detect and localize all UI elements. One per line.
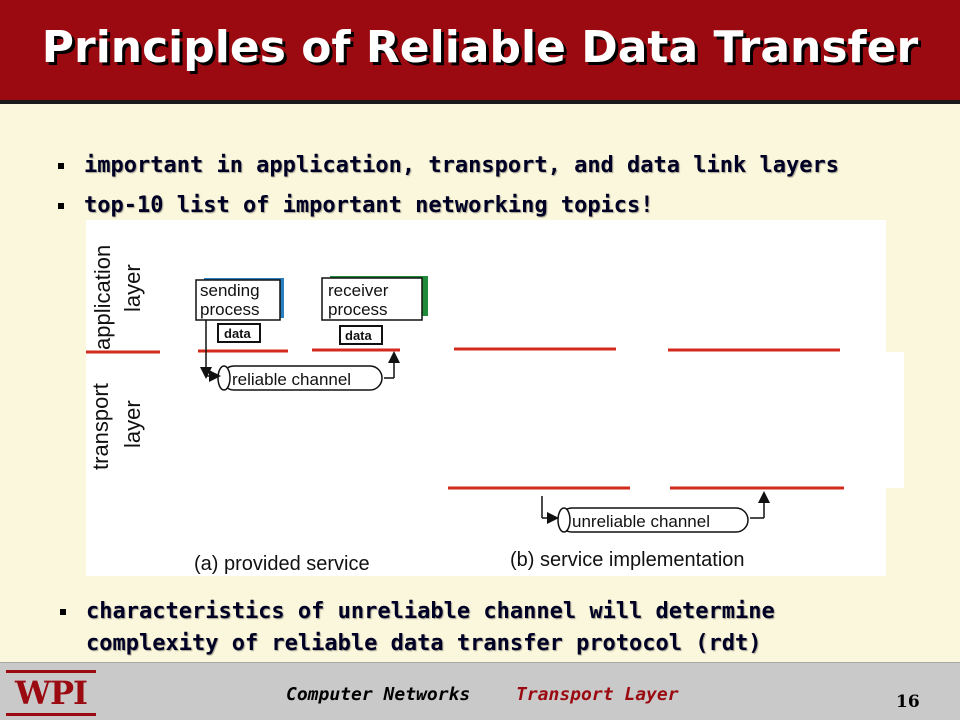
rdt-diagram: application layer transport layer sendin… <box>86 220 904 576</box>
bullet-item: important in application, transport, and… <box>58 146 918 186</box>
bullet-text-line-1: characteristics of unreliable channel wi… <box>86 599 775 624</box>
sending-process-label-2: process <box>200 300 260 319</box>
layer-label-application-layer: layer <box>120 264 145 312</box>
bullet-square-icon <box>58 203 64 209</box>
data-label-sender: data <box>224 326 252 341</box>
layer-label-application: application <box>90 245 115 350</box>
bullet-square-icon <box>60 609 66 615</box>
data-label-receiver: data <box>345 328 373 343</box>
wpi-logo: WPI <box>6 670 96 716</box>
data-box-sender <box>217 323 261 343</box>
layer-label-transport-layer: layer <box>120 400 145 448</box>
bullet-text-block: characteristics of unreliable channel wi… <box>86 596 775 660</box>
footer-bar <box>0 662 960 720</box>
sending-process-box: sending process <box>195 278 284 321</box>
reliable-channel-label: reliable channel <box>232 370 351 389</box>
bullet-square-icon <box>58 163 64 169</box>
rdt-diagram-svg: application layer transport layer sendin… <box>86 220 904 576</box>
footer-topic-name: Transport Layer <box>516 684 679 705</box>
title-bar <box>0 0 960 104</box>
sending-process-label-1: sending <box>200 281 260 300</box>
bullet-item-characteristics: characteristics of unreliable channel wi… <box>60 596 920 660</box>
diagram-background-inset <box>446 352 904 488</box>
receiver-process-label-2: process <box>328 300 388 319</box>
data-box-receiver <box>339 325 383 345</box>
bullet-list: important in application, transport, and… <box>58 146 918 226</box>
bullet-text: important in application, transport, and… <box>84 153 839 178</box>
footer-course-name: Computer Networks <box>286 684 471 705</box>
reliable-channel-pipe: reliable channel <box>206 365 394 391</box>
layer-boundary-lines <box>86 347 844 490</box>
bullet-text-line-2: complexity of reliable data transfer pro… <box>86 631 762 656</box>
receiver-process-box: receiver process <box>321 276 428 321</box>
unreliable-channel-pipe: unreliable channel <box>541 491 770 533</box>
slide-title: Principles of Reliable Data Transfer <box>41 22 919 73</box>
caption-service-implementation: (b) service implementation <box>510 549 745 571</box>
caption-provided-service: (a) provided service <box>194 553 370 575</box>
layer-label-transport: transport <box>88 383 113 470</box>
bullet-item: top-10 list of important networking topi… <box>58 186 918 226</box>
bullet-text: top-10 list of important networking topi… <box>84 193 654 218</box>
receiver-process-label-1: receiver <box>328 281 389 300</box>
unreliable-channel-label: unreliable channel <box>572 512 710 531</box>
page-number: 16 <box>896 692 920 712</box>
